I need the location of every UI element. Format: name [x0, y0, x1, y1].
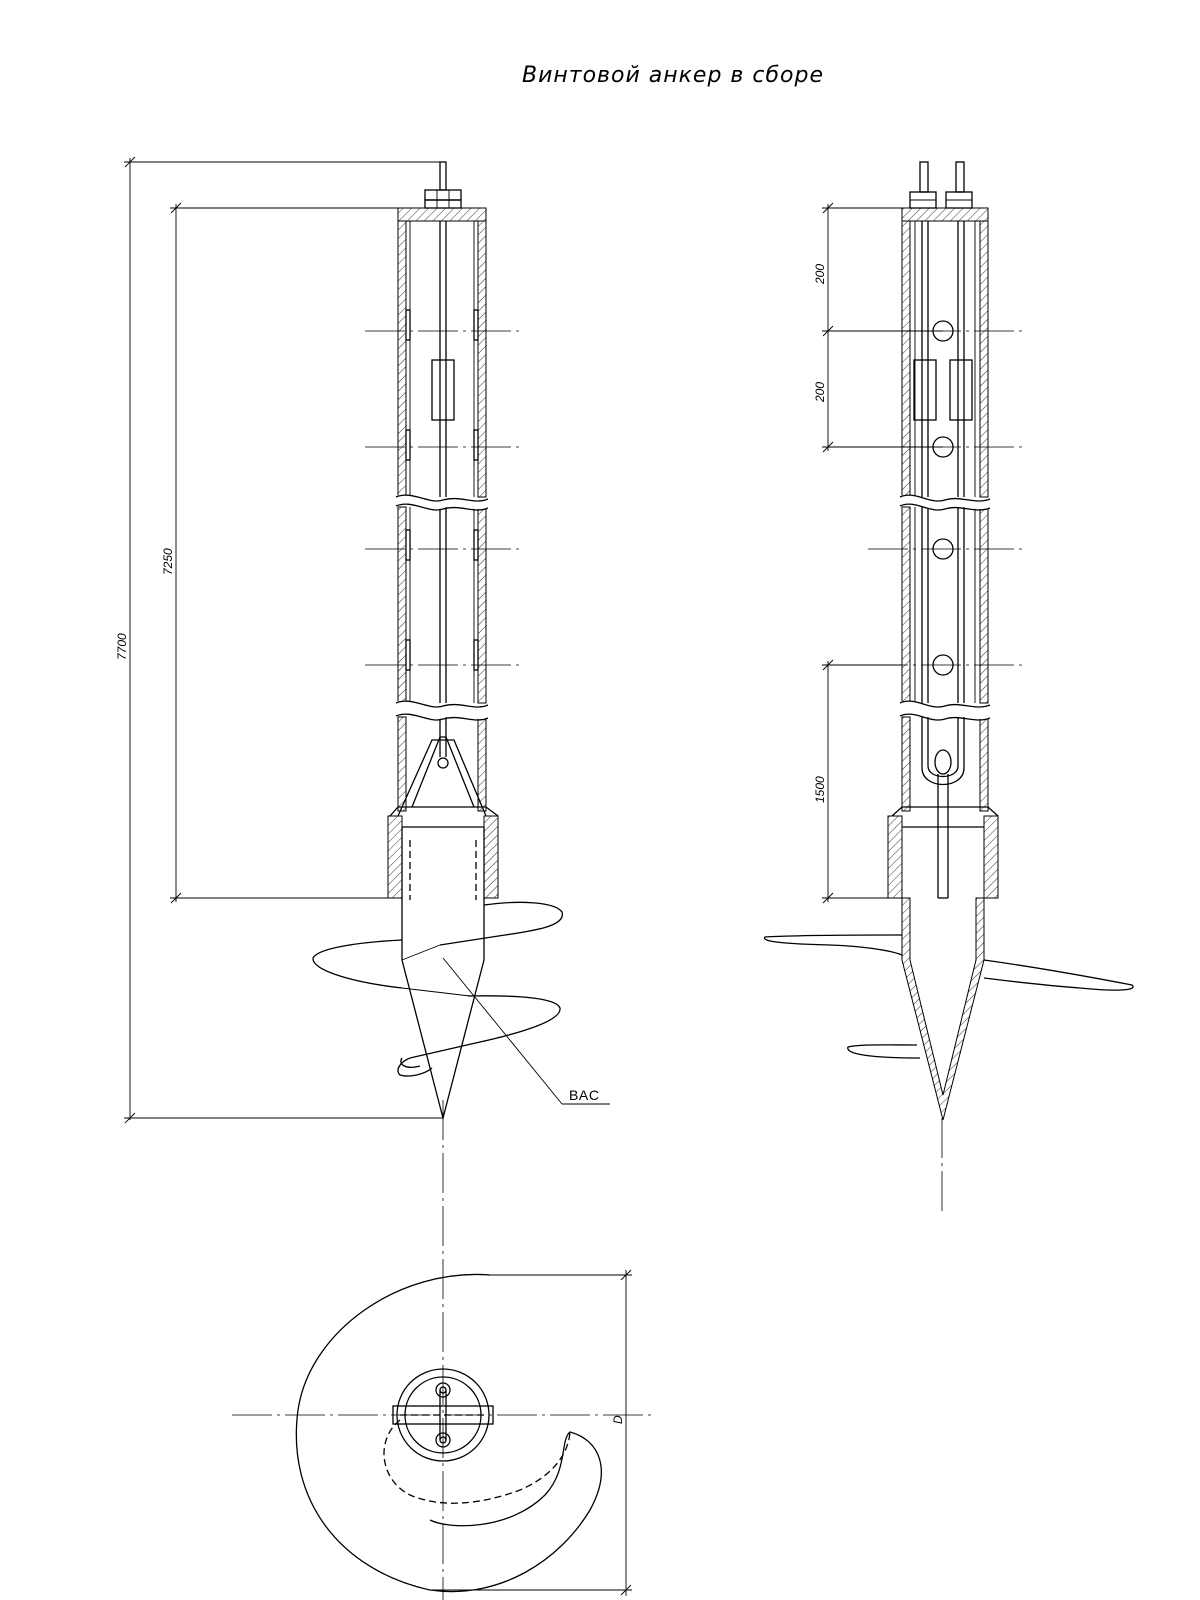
- dim-middle-spacing: 200: [813, 382, 827, 403]
- drawing-title: Винтовой анкер в сборе: [522, 63, 824, 88]
- front-view: ВАС 7700 7250: [115, 156, 610, 1600]
- dim-diameter: D: [611, 1415, 625, 1424]
- side-view: 200 200 1500: [763, 161, 1134, 1215]
- dim-upper-spacing: 200: [813, 264, 827, 285]
- plan-view: D: [232, 1269, 655, 1596]
- dim-overall-length: 7700: [115, 633, 129, 660]
- callout-vas: ВАС: [569, 1087, 600, 1103]
- dim-lower-length: 1500: [813, 776, 827, 803]
- dim-pipe-length: 7250: [161, 548, 175, 575]
